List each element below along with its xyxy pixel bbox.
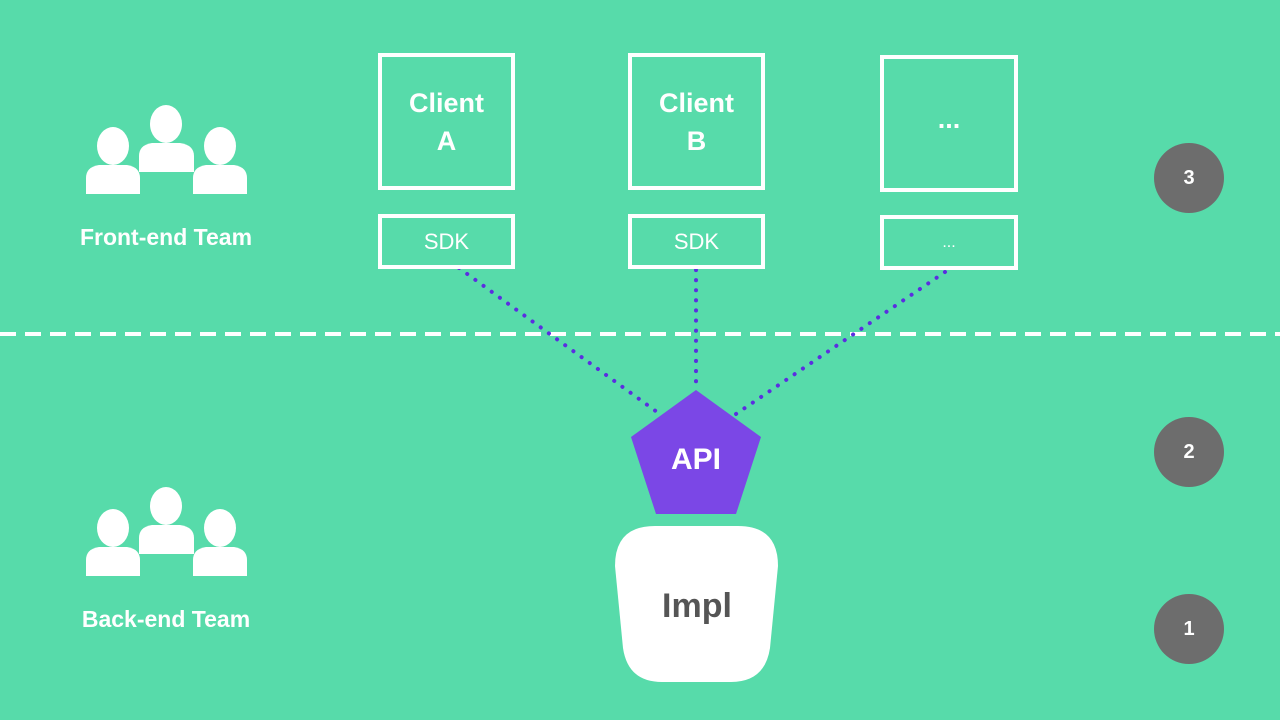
sdk-more-label: ...: [942, 233, 956, 251]
client-a-box: Client A: [378, 53, 515, 190]
client-more-box: ...: [880, 55, 1018, 192]
sdk-a-label: SDK: [423, 228, 470, 254]
front-end-team-icon: [86, 105, 247, 194]
api-pentagon: [631, 390, 761, 514]
front-end-team-label: Front-end Team: [79, 224, 253, 250]
client-a-letter: A: [436, 125, 457, 156]
sdk-b-box: SDK: [628, 214, 765, 269]
step-badge-3: 3: [1154, 143, 1224, 213]
client-b-box: Client B: [628, 53, 765, 190]
impl-label: Impl: [662, 587, 732, 625]
api-node: API: [631, 390, 761, 514]
back-end-team-icon: [86, 487, 247, 576]
connector-sdk-a: [457, 266, 659, 414]
client-b-title: Client: [658, 87, 734, 118]
sdk-a-box: SDK: [378, 214, 515, 269]
step-badge-2-label: 2: [1183, 440, 1195, 463]
step-badge-3-label: 3: [1183, 166, 1195, 189]
connector-sdk-more: [734, 270, 947, 416]
step-badge-2: 2: [1154, 417, 1224, 487]
impl-node: Impl: [615, 526, 778, 682]
impl-shape: [615, 526, 778, 682]
client-a-title: Client: [408, 87, 484, 118]
sdk-b-label: SDK: [673, 228, 720, 254]
client-more-title: ...: [937, 104, 961, 134]
step-badge-1: 1: [1154, 594, 1224, 664]
client-b-letter: B: [686, 125, 707, 156]
api-connectors: [457, 266, 947, 416]
step-badge-1-label: 1: [1183, 617, 1195, 640]
api-label: API: [671, 443, 721, 476]
back-end-team-label: Back-end Team: [81, 606, 251, 632]
sdk-more-box: ...: [880, 215, 1018, 270]
